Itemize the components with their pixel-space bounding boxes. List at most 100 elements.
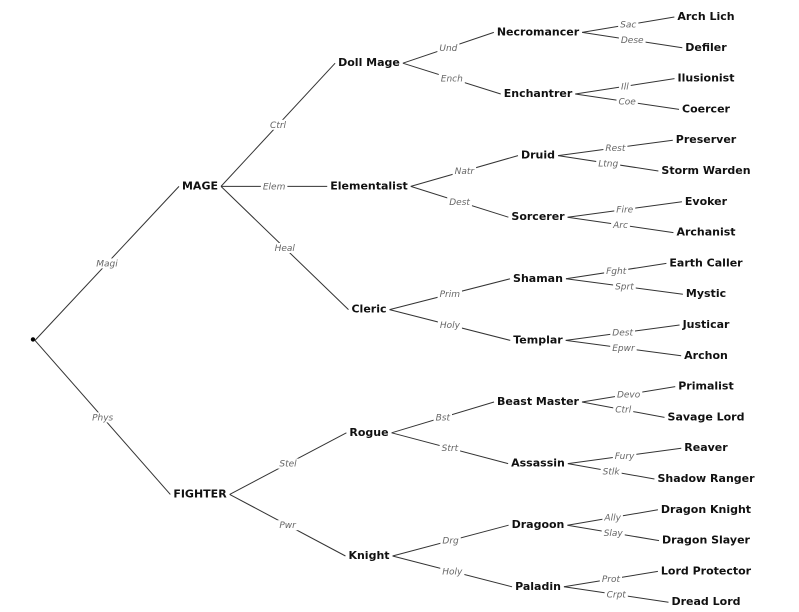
edge-label-background bbox=[616, 96, 638, 107]
edge-label-background bbox=[613, 404, 634, 415]
root-node-dot bbox=[30, 337, 36, 342]
node-savage-lord: Savage Lord bbox=[668, 410, 745, 423]
edge-label-rest-preserver: Rest bbox=[605, 144, 625, 154]
node-ilusionist: Ilusionist bbox=[678, 72, 735, 85]
edge-label-ally-dragon-knight: Ally bbox=[603, 514, 621, 524]
node-druid: Druid bbox=[521, 149, 555, 162]
node-doll-mage: Doll Mage bbox=[338, 56, 400, 69]
node-arch-lich: Arch Lich bbox=[677, 10, 734, 23]
node-archon: Archon bbox=[684, 349, 728, 362]
edge-label-background bbox=[614, 204, 636, 215]
edge-label-devo-primalist: Devo bbox=[617, 390, 641, 400]
edge-label-holy-templar: Holy bbox=[440, 321, 461, 331]
edge-label-background bbox=[614, 389, 643, 400]
node-defiler: Defiler bbox=[685, 41, 727, 54]
edge-label-phys-fighter: Phys bbox=[92, 413, 113, 423]
edge-label-magi-mage: Magi bbox=[96, 259, 118, 269]
edge-label-prim-shaman: Prim bbox=[440, 290, 461, 300]
edge-label-background bbox=[613, 281, 636, 292]
edge-label-background bbox=[440, 535, 461, 546]
edge-label-natr-druid: Natr bbox=[455, 167, 476, 177]
edge-label-background bbox=[437, 42, 460, 53]
edge-label-background bbox=[268, 119, 289, 130]
edge-label-background bbox=[611, 219, 630, 230]
edge-label-background bbox=[599, 574, 622, 585]
edge-label-ill-ilusionist: Ill bbox=[621, 82, 629, 92]
edge-label-pwr-knight: Pwr bbox=[279, 521, 297, 531]
edge-label-background bbox=[600, 466, 622, 477]
edge-label-stel-rogue: Stel bbox=[279, 460, 297, 470]
edge-label-background bbox=[438, 73, 465, 84]
edge-label-fire-evoker: Fire bbox=[616, 206, 633, 216]
node-earth-caller: Earth Caller bbox=[669, 256, 743, 269]
edge-label-background bbox=[604, 589, 628, 600]
edge-label-coe-coercer: Coe bbox=[618, 98, 636, 108]
node-enchantrer: Enchantrer bbox=[504, 87, 573, 100]
node-necromancer: Necromancer bbox=[497, 25, 580, 38]
edge-label-stlk-shadow-ranger: Stlk bbox=[603, 467, 621, 477]
edge-label-arc-archanist: Arc bbox=[612, 221, 628, 231]
edge-label-fury-reaver: Fury bbox=[615, 452, 635, 462]
edge-label-elem-elementalist: Elem bbox=[263, 182, 286, 192]
node-mystic: Mystic bbox=[686, 287, 726, 300]
edge-label-ltng-storm-warden: Ltng bbox=[598, 159, 618, 169]
edge-label-background bbox=[610, 343, 637, 354]
edge-label-background bbox=[447, 196, 472, 207]
edge-label-epwr-archon: Epwr bbox=[612, 344, 636, 354]
node-knight: Knight bbox=[348, 549, 389, 562]
edge-label-background bbox=[437, 289, 462, 300]
node-sorcerer: Sorcerer bbox=[511, 210, 565, 223]
node-templar: Templar bbox=[513, 333, 563, 346]
edge-label-ctrl-doll-mage: Ctrl bbox=[270, 121, 287, 131]
node-dragoon: Dragoon bbox=[512, 518, 565, 531]
edge-label-holy-paladin: Holy bbox=[442, 567, 463, 577]
edge-label-background bbox=[272, 243, 297, 253]
node-reaver: Reaver bbox=[684, 441, 728, 454]
node-shadow-ranger: Shadow Ranger bbox=[657, 472, 755, 485]
edge-label-background bbox=[604, 266, 629, 277]
edge-label-background bbox=[619, 81, 631, 92]
edge-label-background bbox=[440, 566, 465, 577]
edge-label-dest-justicar: Dest bbox=[612, 329, 633, 339]
edge-label-drg-dragoon: Drg bbox=[442, 537, 459, 547]
edge-label-background bbox=[618, 35, 646, 46]
node-justicar: Justicar bbox=[682, 318, 730, 331]
edge-label-background bbox=[618, 19, 639, 30]
edge-label-ctrl-savage-lord: Ctrl bbox=[615, 406, 632, 416]
edge-label-sprt-mystic: Sprt bbox=[615, 283, 634, 293]
node-paladin: Paladin bbox=[515, 580, 561, 593]
node-assassin: Assassin bbox=[511, 457, 565, 470]
edge-label-heal-cleric: Heal bbox=[275, 244, 296, 254]
edge-label-background bbox=[277, 520, 298, 531]
node-rogue: Rogue bbox=[349, 426, 388, 439]
edge-label-fght-earth-caller: Fght bbox=[606, 267, 627, 277]
edge-label-background bbox=[596, 158, 621, 169]
edge-label-background bbox=[612, 450, 637, 461]
edge-label-strt-assassin: Strt bbox=[442, 444, 459, 454]
edge-label-dest-sorcerer: Dest bbox=[449, 198, 470, 208]
edge-label-background bbox=[439, 443, 461, 454]
edge-label-background bbox=[603, 142, 628, 153]
edge-label-background bbox=[433, 412, 453, 423]
edge-label-prot-lord-protector: Prot bbox=[602, 575, 621, 585]
edge-label-sac-arch-lich: Sac bbox=[620, 21, 636, 31]
edge-label-background bbox=[90, 412, 116, 423]
node-dragon-slayer: Dragon Slayer bbox=[662, 534, 750, 547]
edge-label-background bbox=[260, 181, 288, 192]
edge-label-dese-defiler: Dese bbox=[621, 36, 644, 46]
node-evoker: Evoker bbox=[685, 195, 728, 208]
edge-label-background bbox=[277, 458, 299, 469]
node-dread-lord: Dread Lord bbox=[671, 595, 740, 608]
edge-label-background bbox=[94, 258, 120, 269]
node-elementalist: Elementalist bbox=[330, 179, 408, 192]
edge-label-ench-enchantrer: Ench bbox=[441, 75, 463, 85]
edge-label-background bbox=[602, 512, 623, 523]
node-coercer: Coercer bbox=[682, 102, 730, 115]
node-mage: MAGE bbox=[182, 179, 218, 192]
node-preserver: Preserver bbox=[676, 133, 737, 146]
edge-label-background bbox=[437, 320, 462, 330]
edge-label-slay-dragon-slayer: Slay bbox=[604, 529, 624, 539]
node-cleric: Cleric bbox=[351, 303, 386, 316]
